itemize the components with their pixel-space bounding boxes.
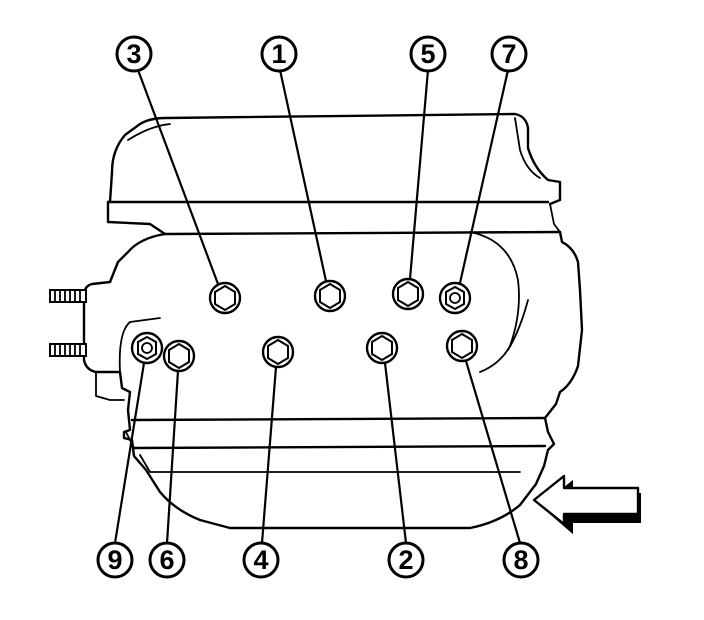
callout-3: 3 [115,35,153,73]
bolt-6 [162,339,196,373]
stud-upper [49,289,87,303]
bolt-4 [261,335,295,369]
callouts: 3 1 5 7 9 6 4 2 [96,35,540,579]
leader-line-4 [260,366,278,544]
stud-lower [49,343,87,357]
callout-8: 8 [502,541,540,579]
leader-line-8 [464,360,522,544]
callout-label-5: 5 [420,39,435,69]
engine-outline [82,112,584,530]
callout-label-2: 2 [398,545,413,575]
callout-label-6: 6 [159,545,174,575]
leader-line-7 [458,69,510,284]
bolt-8 [445,329,479,363]
bolts [130,277,479,373]
bolt-2 [365,331,399,365]
callout-label-4: 4 [253,545,268,575]
leader-lines [113,69,522,544]
left-studs [49,289,87,357]
callout-7: 7 [490,35,528,73]
callout-label-1: 1 [271,39,286,69]
bolt-1 [313,279,347,313]
callout-2: 2 [387,541,425,579]
bolt-3 [208,281,242,315]
leader-line-9 [113,362,146,544]
leader-line-6 [165,370,180,544]
bolt-5 [391,277,425,311]
callout-4: 4 [242,541,280,579]
view-direction-arrow-icon [532,474,641,535]
leader-line-5 [408,69,430,280]
leader-line-1 [278,69,328,282]
leader-line-3 [136,69,220,285]
callout-label-8: 8 [513,545,528,575]
bolt-7 [438,281,472,315]
bolt-9 [130,331,164,365]
callout-label-3: 3 [126,39,141,69]
callout-label-7: 7 [501,39,516,69]
callout-9: 9 [96,541,134,579]
callout-label-9: 9 [107,545,122,575]
callout-5: 5 [409,35,447,73]
callout-1: 1 [260,35,298,73]
leader-line-2 [383,362,408,544]
callout-6: 6 [148,541,186,579]
